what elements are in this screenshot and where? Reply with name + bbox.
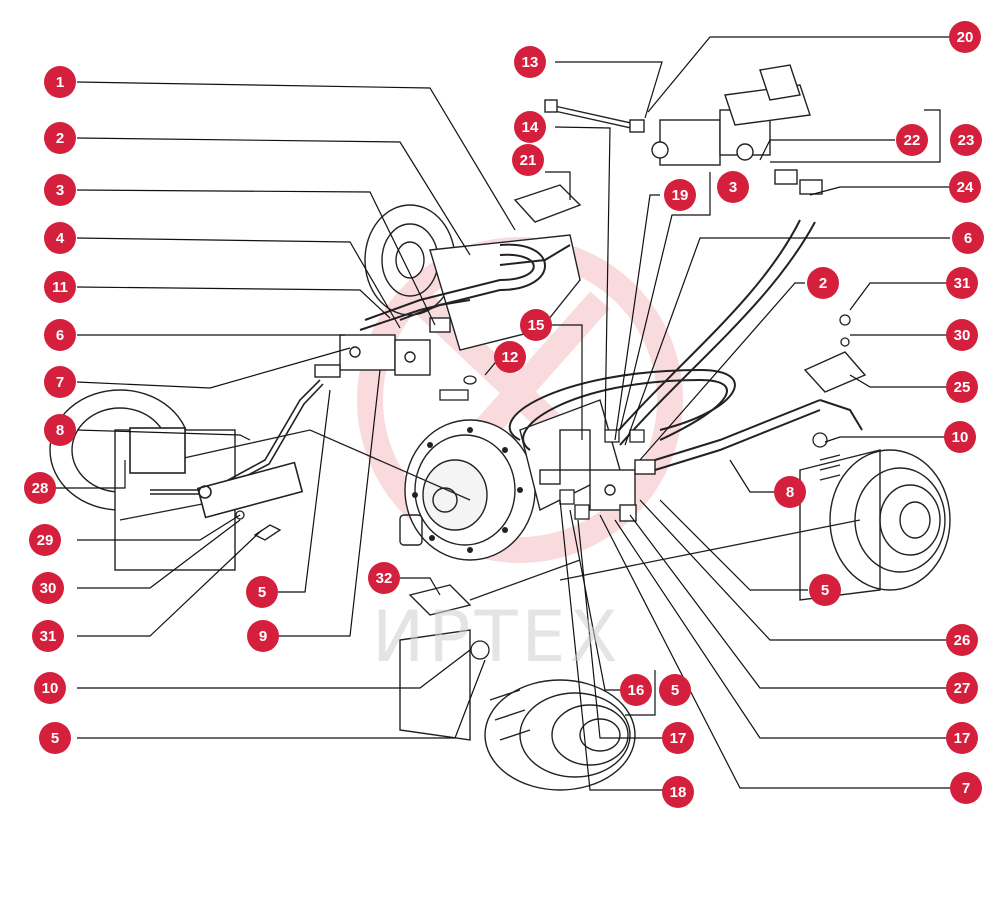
callout-17b[interactable]: 17 [946, 722, 978, 754]
callout-8b[interactable]: 8 [774, 476, 806, 508]
bottom-wheel [399, 629, 636, 791]
callout-29[interactable]: 29 [29, 524, 61, 556]
callout-18[interactable]: 18 [662, 776, 694, 808]
callout-19[interactable]: 19 [664, 179, 696, 211]
watermark-text: ИРТЕХ [372, 596, 622, 678]
callout-16[interactable]: 16 [620, 674, 652, 706]
fittings [235, 314, 851, 660]
callout-4[interactable]: 4 [44, 222, 76, 254]
callout-10[interactable]: 10 [34, 672, 66, 704]
callout-13[interactable]: 13 [514, 46, 546, 78]
callout-5[interactable]: 5 [39, 722, 71, 754]
small-tube [544, 99, 645, 133]
callout-14[interactable]: 14 [514, 111, 546, 143]
callout-11[interactable]: 11 [44, 271, 76, 303]
callout-5c[interactable]: 5 [246, 576, 278, 608]
callout-24[interactable]: 24 [949, 171, 981, 203]
callout-1[interactable]: 1 [44, 66, 76, 98]
right-valve-block [539, 429, 656, 522]
callout-7[interactable]: 7 [44, 366, 76, 398]
callout-5d[interactable]: 5 [659, 674, 691, 706]
callout-31b[interactable]: 31 [946, 267, 978, 299]
callout-3[interactable]: 3 [44, 174, 76, 206]
callout-32[interactable]: 32 [368, 562, 400, 594]
callout-27[interactable]: 27 [946, 672, 978, 704]
callout-6b[interactable]: 6 [952, 222, 984, 254]
callout-21[interactable]: 21 [512, 144, 544, 176]
upper-left-hoses [359, 243, 571, 331]
callout-22[interactable]: 22 [896, 124, 928, 156]
callout-23[interactable]: 23 [950, 124, 982, 156]
callout-17[interactable]: 17 [662, 722, 694, 754]
callout-20[interactable]: 20 [949, 21, 981, 53]
brackets [253, 184, 867, 616]
left-valve-block [314, 317, 451, 378]
callout-9[interactable]: 9 [247, 620, 279, 652]
callout-28[interactable]: 28 [24, 472, 56, 504]
callout-26[interactable]: 26 [946, 624, 978, 656]
right-wheel [799, 449, 951, 601]
callout-6[interactable]: 6 [44, 319, 76, 351]
left-wheel [49, 389, 236, 571]
callout-31[interactable]: 31 [32, 620, 64, 652]
callout-8[interactable]: 8 [44, 414, 76, 446]
callout-30b[interactable]: 30 [946, 319, 978, 351]
callout-2[interactable]: 2 [44, 122, 76, 154]
left-pipe [129, 379, 324, 519]
callout-30[interactable]: 30 [32, 572, 64, 604]
callout-25[interactable]: 25 [946, 371, 978, 403]
leader-lines [50, 36, 950, 791]
callout-7b[interactable]: 7 [950, 772, 982, 804]
callout-3b[interactable]: 3 [717, 171, 749, 203]
control-pump-unit [651, 64, 823, 195]
callout-2b[interactable]: 2 [807, 267, 839, 299]
callout-12[interactable]: 12 [494, 341, 526, 373]
callout-10b[interactable]: 10 [944, 421, 976, 453]
callout-15[interactable]: 15 [520, 309, 552, 341]
callout-5b[interactable]: 5 [809, 574, 841, 606]
